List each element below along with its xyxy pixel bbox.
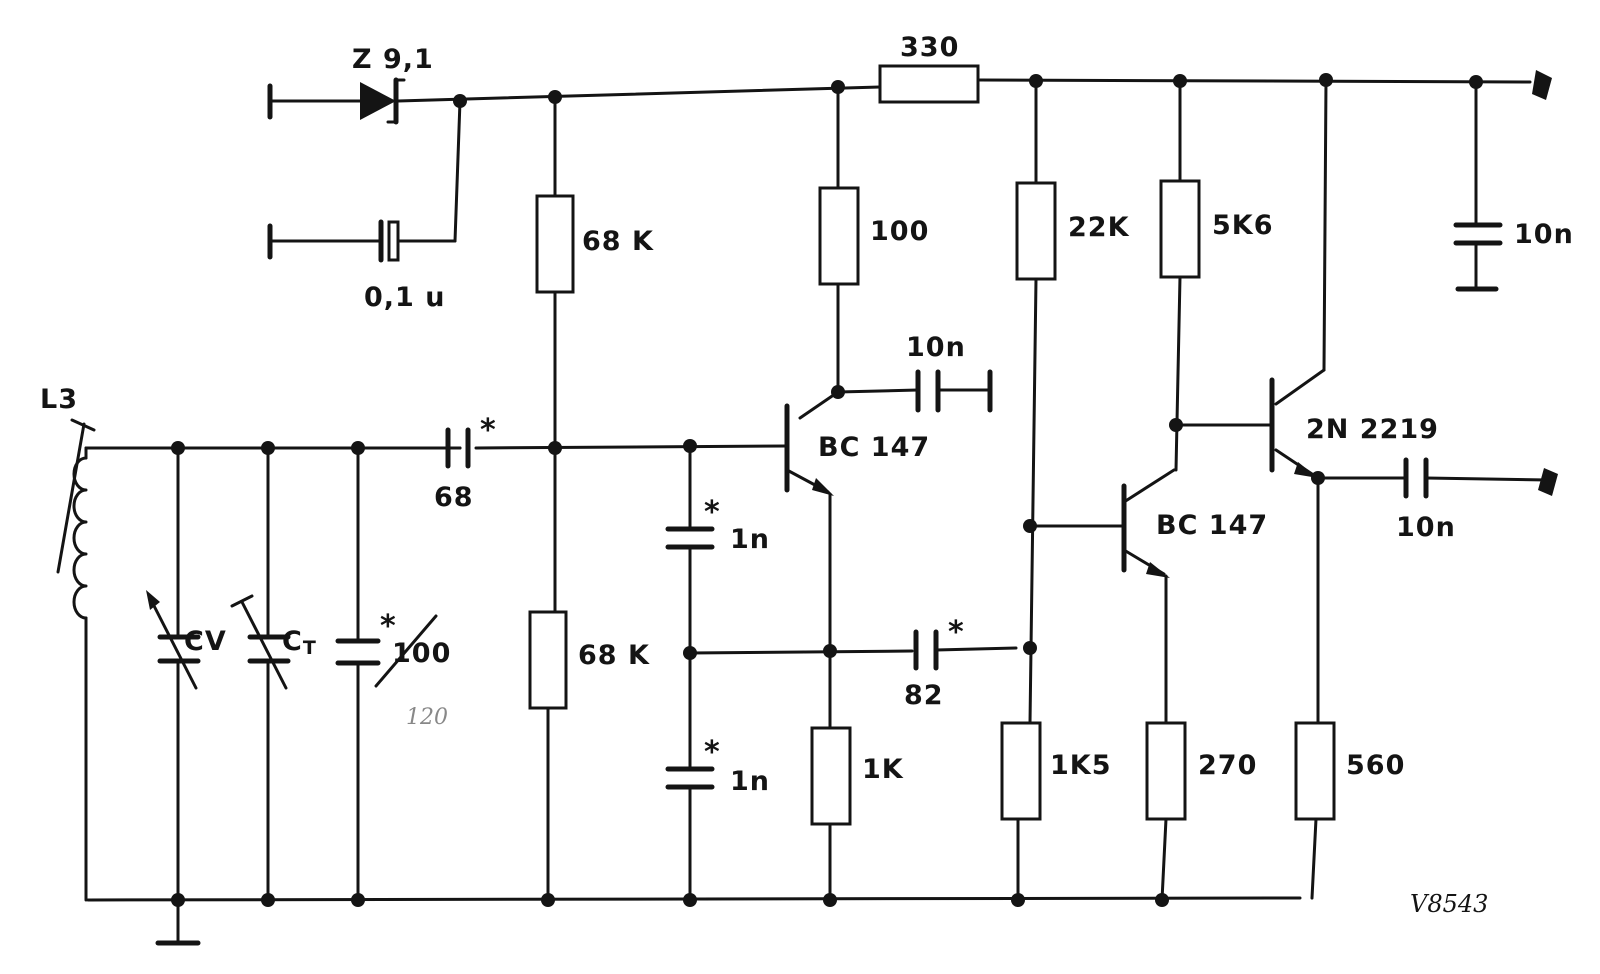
capacitor-100 [335, 614, 438, 688]
label-q3: 2N 2219 [1306, 414, 1439, 445]
label-c-82: 82 [904, 680, 944, 711]
label-c-10n-out: 10n [1396, 512, 1456, 543]
asterisk-c-68: * [480, 413, 496, 448]
label-r-5k6: 5K6 [1212, 210, 1274, 241]
label-zener: Z 9,1 [352, 44, 434, 75]
label-r-1k: 1K [862, 754, 904, 785]
q3-stage [1269, 78, 1550, 900]
supply-decoupling-capacitor [1453, 80, 1503, 292]
label-c-68: 68 [434, 482, 474, 513]
label-ct: CT [282, 626, 317, 659]
supply-rail [267, 78, 1532, 260]
feedback-capacitors [665, 444, 914, 902]
label-r-1k5: 1K5 [1050, 750, 1112, 781]
label-q2: BC 147 [1156, 510, 1268, 541]
q1-bias-network [458, 95, 789, 902]
label-c-0-1u: 0,1 u [364, 282, 445, 313]
trimmer-capacitor-ct [230, 594, 291, 690]
label-r-68k-bottom: 68 K [578, 640, 650, 671]
label-c-1n-b: 1n [730, 766, 770, 797]
capacitor-82 [913, 629, 1018, 671]
label-c-10n-supply: 10n [1514, 219, 1574, 250]
asterisk-c-100: * [380, 609, 396, 644]
label-c-100: 100 [392, 638, 451, 669]
asterisk-c-1n-a: * [704, 495, 720, 530]
zener-diode [360, 77, 406, 125]
variable-capacitor-cv [146, 590, 201, 690]
label-c-100-note: 120 [406, 705, 448, 730]
q1-stage [784, 84, 993, 902]
label-cv: CV [184, 626, 227, 657]
drawing-code: V8543 [1410, 890, 1488, 918]
label-c-10n-collector: 10n [906, 332, 966, 363]
label-l3: L3 [40, 384, 78, 415]
asterisk-c-82: * [948, 615, 964, 650]
label-r-270: 270 [1198, 750, 1257, 781]
label-q1: BC 147 [818, 432, 930, 463]
label-r-22k: 22K [1068, 212, 1130, 243]
label-cv-sub: V [205, 626, 227, 657]
output-terminals [1532, 70, 1558, 496]
tank-circuit [56, 418, 462, 902]
label-ct-main: C [282, 626, 303, 657]
capacitor-68 [445, 427, 471, 469]
junction-dots [171, 73, 1483, 907]
label-cv-main: C [184, 626, 205, 657]
label-r-100: 100 [870, 216, 929, 247]
label-ct-sub: T [303, 637, 317, 659]
label-r-68k-top: 68 K [582, 226, 654, 257]
q2-stage [1000, 79, 1274, 902]
asterisk-c-1n-b: * [704, 735, 720, 770]
label-r-330: 330 [900, 32, 959, 63]
label-r-560: 560 [1346, 750, 1405, 781]
resistor-330 [878, 64, 980, 104]
label-c-1n-a: 1n [730, 524, 770, 555]
capacitor-0-1u [378, 219, 400, 263]
